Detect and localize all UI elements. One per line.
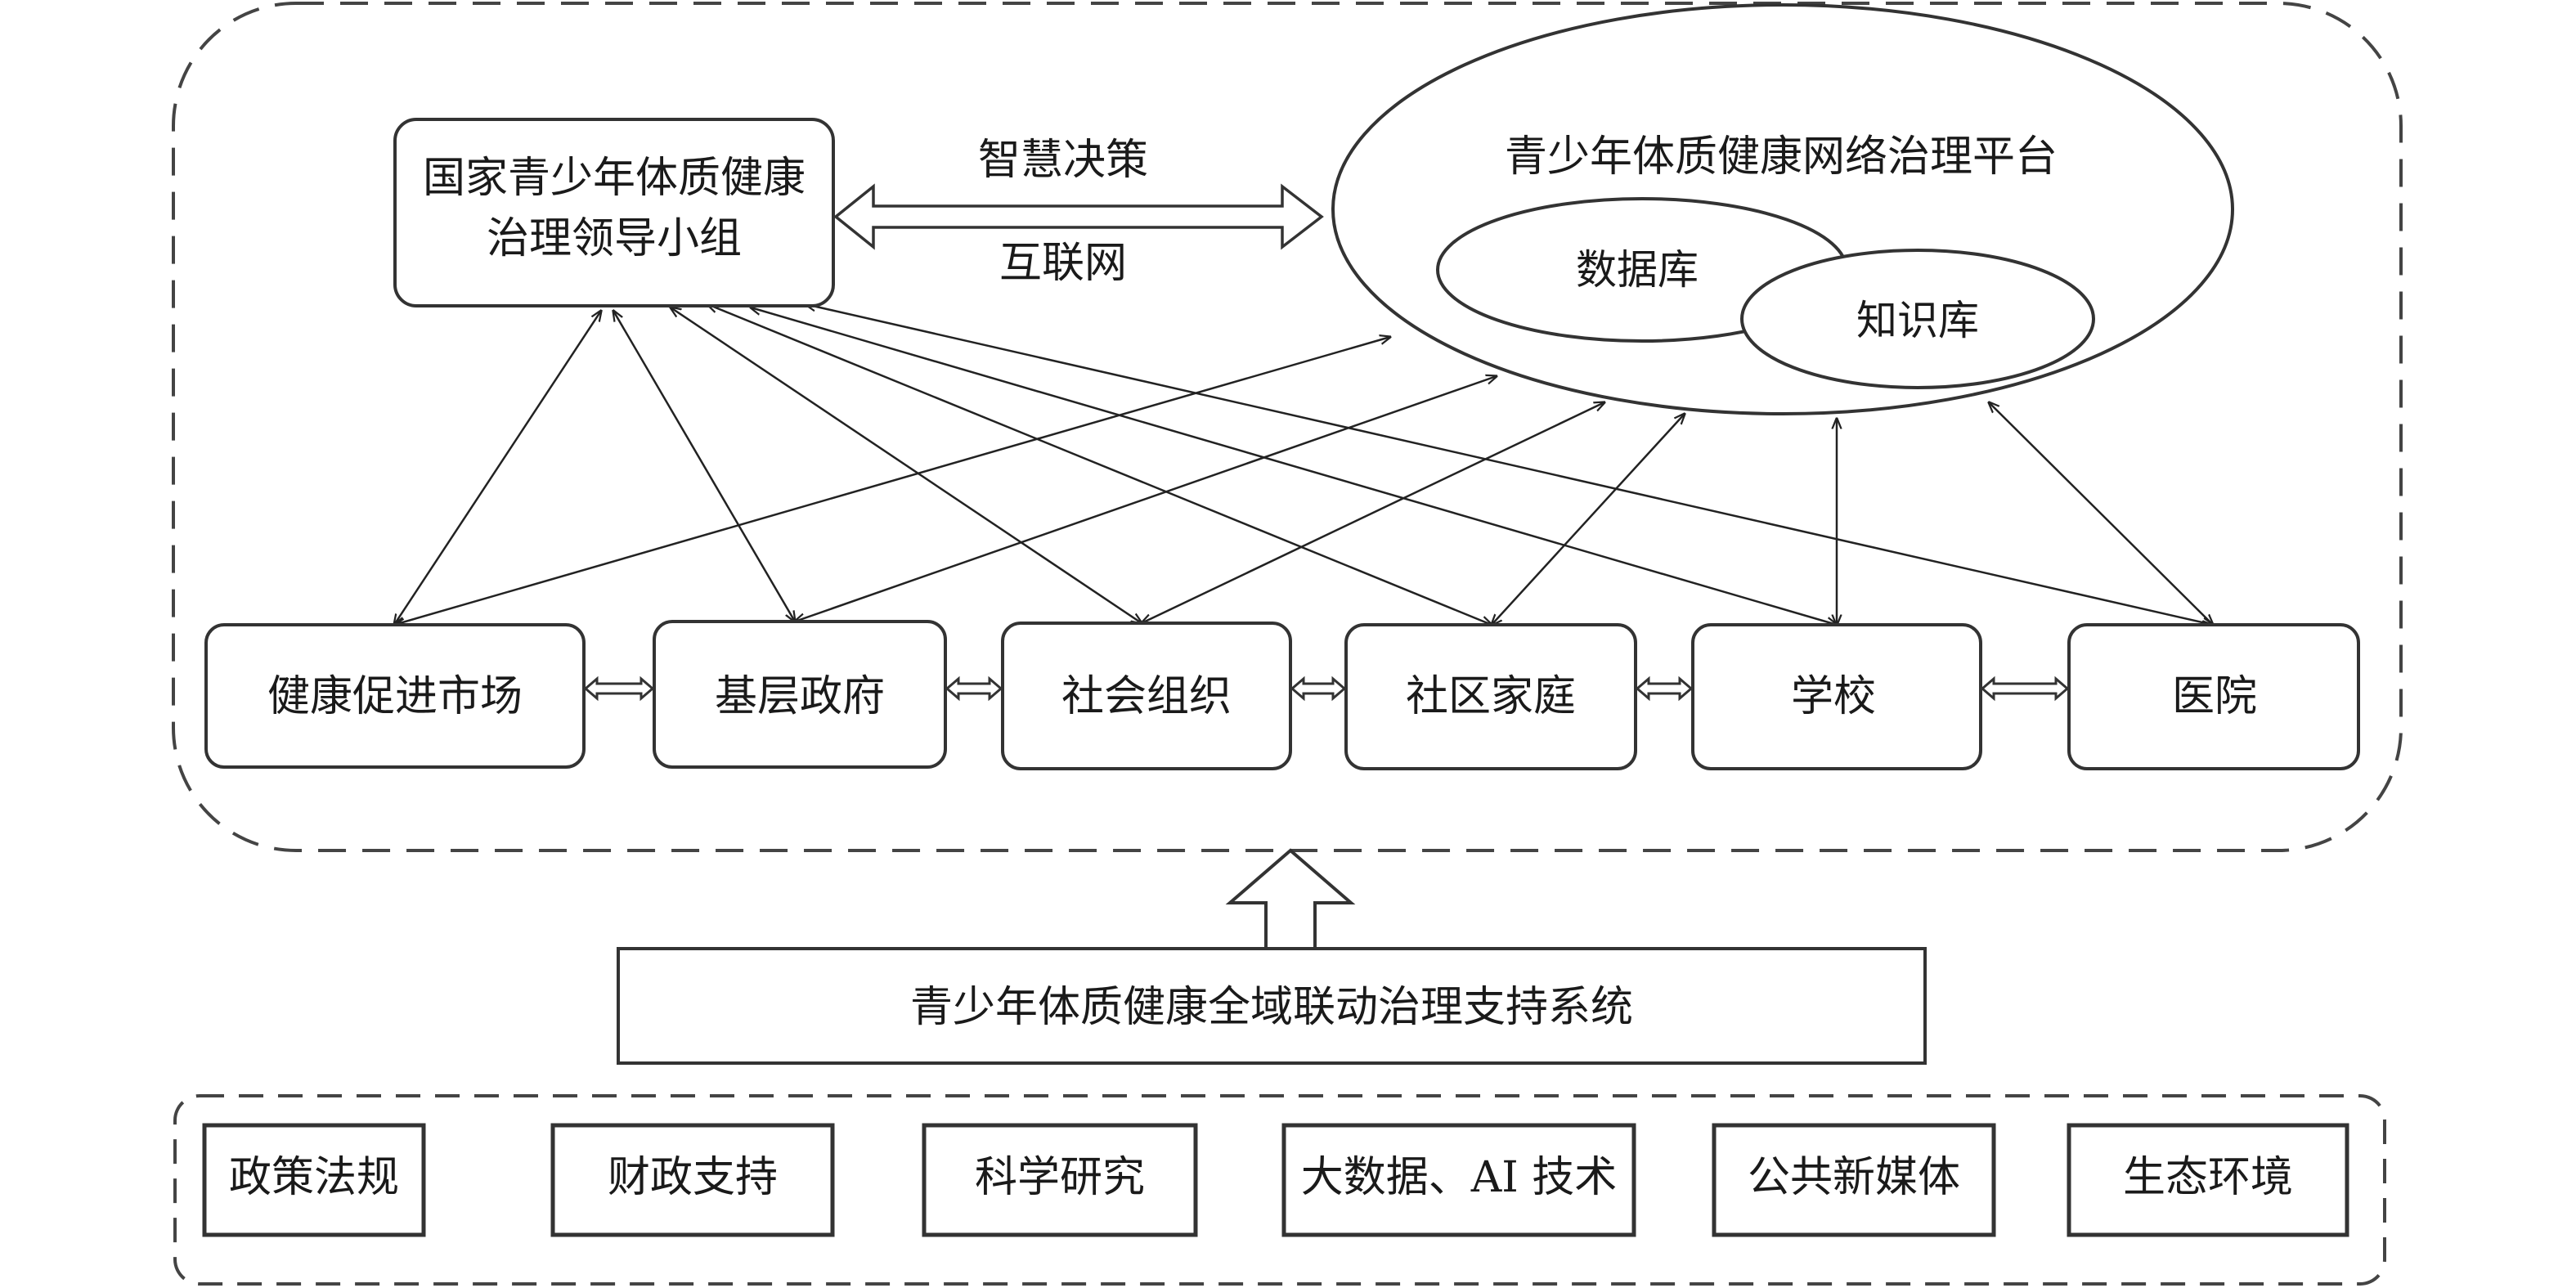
link-market-government [583,675,655,702]
actor-box-social-org [1001,622,1292,770]
actor-row: 健康促进市场 基层政府 社会组织 社区家庭 学校 医院 [204,620,2360,770]
smart-decision-link: 智慧决策 互联网 [833,136,1324,288]
link-school-hospital [1980,675,2070,702]
actor-label-government: 基层政府 [715,672,885,721]
database-label: 数据库 [1576,246,1699,294]
arrow-platform-hospital [1989,402,2213,625]
actor-label-community: 社区家庭 [1406,672,1576,721]
arrow-leadership-community [707,304,1492,625]
link-community-school [1635,675,1694,702]
foundation-label-big-data-ai: 大数据、AI 技术 [1301,1153,1618,1202]
support-system-box: 青少年体质健康全域联动治理支持系统 [617,947,1927,1065]
connector-arrows [394,304,2213,625]
foundation-box-finance [550,1123,835,1237]
foundation-row: 政策法规 财政支持 科学研究 大数据、AI 技术 公共新媒体 生态环境 [202,1123,2349,1237]
actor-box-hospital [2067,623,2360,770]
actor-box-school [1691,623,1982,770]
knowledge-base-label: 知识库 [1856,297,1979,344]
foundation-label-research: 科学研究 [975,1153,1145,1202]
actor-box-market [204,623,586,769]
leadership-group-box: 国家青少年体质健康 治理领导小组 [393,118,835,307]
link-social-community [1290,675,1347,702]
arrow-platform-social-org [1142,402,1604,623]
foundation-label-ecology: 生态环境 [2123,1153,2293,1202]
governance-system-boundary [172,2,2403,852]
foundation-box-research [922,1123,1198,1237]
platform-title: 青少年体质健康网络治理平台 [1505,132,2058,182]
link-government-social [945,675,1003,702]
foundation-label-policy: 政策法规 [229,1153,399,1202]
leadership-line-2: 治理领导小组 [487,214,742,263]
actor-links [583,675,2070,702]
actor-label-school: 学校 [1791,672,1876,721]
arrow-leadership-social-org [671,307,1142,623]
foundation-label-finance: 财政支持 [608,1153,778,1202]
actor-box-community [1344,623,1637,770]
actor-label-social-org: 社会组织 [1061,672,1232,721]
foundation-box-big-data-ai [1281,1123,1636,1237]
foundation-box-ecology [2067,1123,2349,1237]
arrow-leadership-government [613,311,795,622]
support-system-label: 青少年体质健康全域联动治理支持系统 [910,983,1633,1032]
foundation-box-new-media [1712,1123,1996,1237]
knowledge-base-ellipse [1740,249,2095,389]
network-governance-platform: 青少年体质健康网络治理平台 数据库 知识库 [1331,3,2234,415]
leadership-line-1: 国家青少年体质健康 [423,154,806,203]
arrow-platform-community [1492,414,1685,625]
link-label-internet: 互联网 [999,239,1127,288]
actor-label-hospital: 医院 [2172,672,2257,721]
foundation-label-new-media: 公共新媒体 [1748,1153,1960,1202]
actor-label-market: 健康促进市场 [267,672,523,721]
foundations-boundary [173,1094,2386,1286]
arrow-leadership-market [394,311,601,625]
upward-support-arrow [1225,848,1356,949]
link-label-smart-decision: 智慧决策 [978,136,1148,185]
actor-box-government [653,620,947,769]
foundation-box-policy [202,1123,426,1237]
